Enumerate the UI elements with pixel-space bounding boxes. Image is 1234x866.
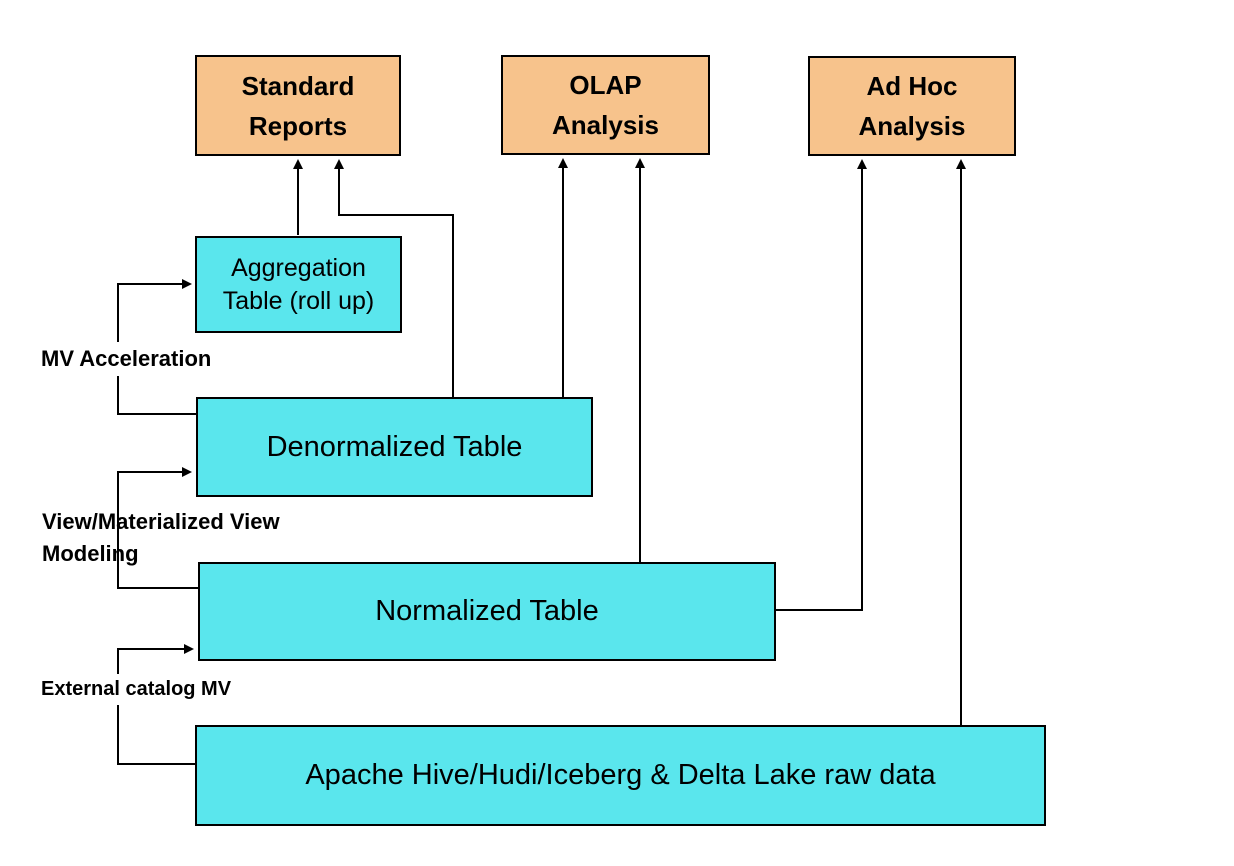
edge-label-mv-acceleration: MV Acceleration <box>38 342 215 376</box>
ad-hoc-analysis-box: Ad Hoc Analysis <box>808 56 1016 156</box>
arrow-rawdata-to-normalized <box>117 644 195 765</box>
standard-reports-box: Standard Reports <box>195 55 401 156</box>
aggregation-table-box: Aggregation Table (roll up) <box>195 236 402 333</box>
arrow-normalized-to-denormalized <box>117 467 198 589</box>
denormalized-table-box: Denormalized Table <box>196 397 593 497</box>
arrow-normalized-to-adhoc <box>776 159 867 611</box>
edge-label-external-catalog-mv: External catalog MV <box>38 674 235 705</box>
edge-label-view-materialized-view-modeling: View/Materialized View Modeling <box>42 509 280 566</box>
olap-analysis-box: OLAP Analysis <box>501 55 710 155</box>
arrow-denormalized-to-standard-reports <box>334 159 454 397</box>
raw-data-box: Apache Hive/Hudi/Iceberg & Delta Lake ra… <box>195 725 1046 826</box>
normalized-table-box: Normalized Table <box>198 562 776 661</box>
